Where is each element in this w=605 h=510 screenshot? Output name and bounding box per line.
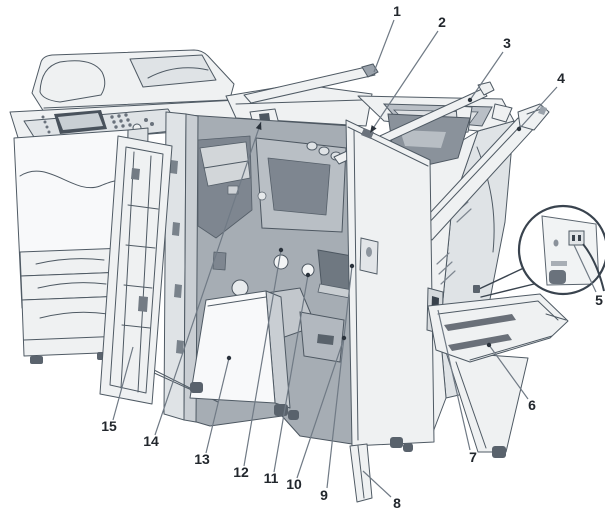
bridge-transport xyxy=(225,63,379,128)
callout-line-13 xyxy=(205,357,230,454)
callout-line-6 xyxy=(488,344,529,400)
callout-line-4 xyxy=(518,86,558,130)
copier-unit xyxy=(9,49,255,364)
callout-line-15 xyxy=(112,346,134,421)
callout-dot-13 xyxy=(226,355,232,361)
callout-label-7: 7 xyxy=(469,449,477,465)
callout-label-13: 13 xyxy=(194,451,210,467)
callout-label-1: 1 xyxy=(393,3,401,19)
callout-arrow-2 xyxy=(370,125,377,133)
callout-label-10: 10 xyxy=(286,476,302,492)
feed-roller-cover xyxy=(39,60,106,103)
knob xyxy=(306,141,318,151)
callout-line-1 xyxy=(373,19,395,73)
callout-line-10 xyxy=(296,337,345,479)
callout-line-11 xyxy=(273,274,309,473)
callout-line-9 xyxy=(326,265,353,489)
callout-label-4: 4 xyxy=(557,70,565,86)
callout-label-14: 14 xyxy=(143,433,159,449)
callout-dot-10 xyxy=(341,335,347,341)
callout-line-14 xyxy=(154,121,262,436)
callout-label-2: 2 xyxy=(438,14,446,30)
exit-bar xyxy=(243,66,376,104)
power-cord xyxy=(582,243,605,292)
lower-handle xyxy=(317,334,334,345)
callout-dot-3 xyxy=(467,97,473,103)
callout-dot-9 xyxy=(349,263,355,269)
callout-arrow-14 xyxy=(255,122,262,130)
callout-label-5: 5 xyxy=(595,292,603,308)
callout-line-7 xyxy=(437,309,471,451)
callout-label-8: 8 xyxy=(393,495,401,510)
callout-dot-6 xyxy=(486,342,492,348)
callout-label-12: 12 xyxy=(233,464,249,480)
printer-foot xyxy=(30,356,43,364)
callout-line-2 xyxy=(369,30,439,134)
tower-leg xyxy=(445,351,529,453)
power-connector xyxy=(568,230,585,246)
keypad xyxy=(41,113,154,134)
callout-label-15: 15 xyxy=(101,418,117,434)
green-knob xyxy=(273,254,289,270)
booklet-output-strip xyxy=(349,443,373,503)
finisher-front-door xyxy=(345,119,444,447)
callout-dot-11 xyxy=(305,272,311,278)
rear-caster xyxy=(549,270,566,284)
callout-line-12 xyxy=(243,249,282,467)
paper-chute xyxy=(199,141,251,187)
callout-label-3: 3 xyxy=(503,35,511,51)
knob xyxy=(318,146,330,156)
callout-line-3 xyxy=(469,51,504,101)
callout-dot-4 xyxy=(516,126,522,132)
callout-label-9: 9 xyxy=(320,487,328,503)
stacker-tray xyxy=(427,293,569,363)
callout-label-11: 11 xyxy=(264,470,279,486)
callout-label-6: 6 xyxy=(528,397,536,413)
callout-line-8 xyxy=(362,470,392,498)
callout-line-5 xyxy=(573,244,597,293)
booklet-maker-unit xyxy=(149,290,291,409)
document-feeder-tray xyxy=(129,54,217,88)
callout-dot-12 xyxy=(278,247,284,253)
left-side-door-open xyxy=(99,135,173,405)
